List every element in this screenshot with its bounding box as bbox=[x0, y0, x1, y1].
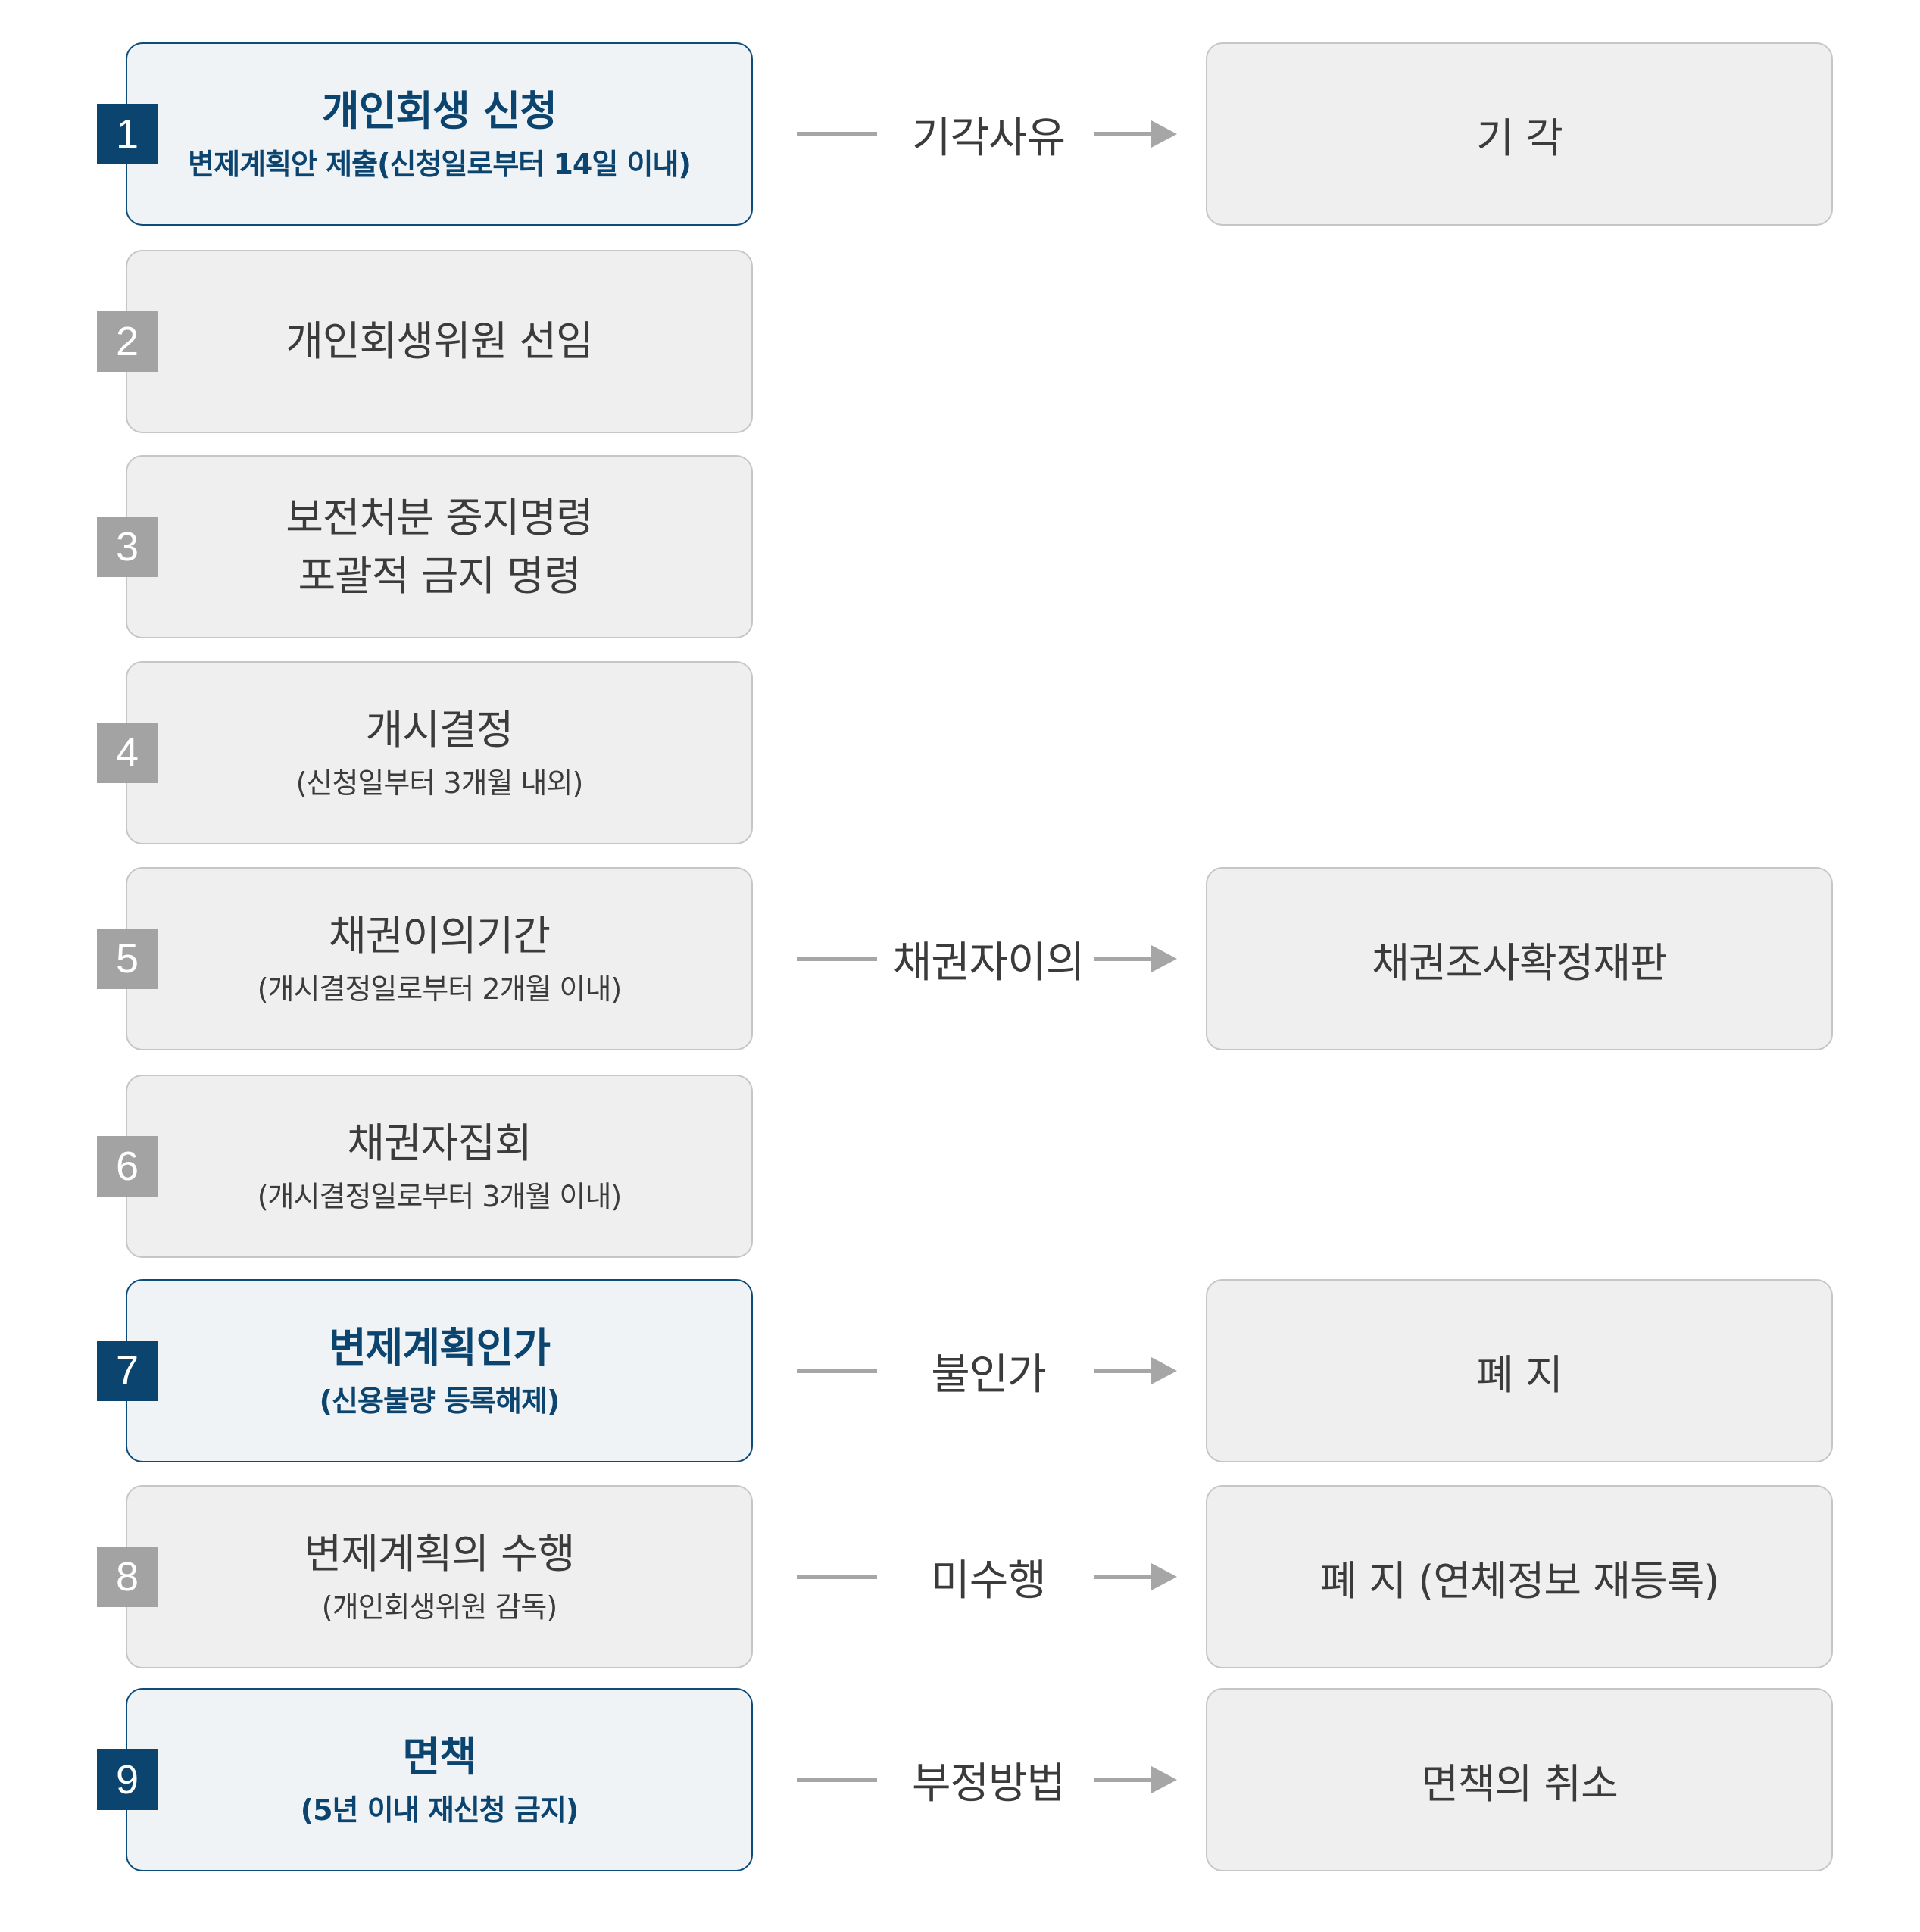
step-6-title: 채권자집회 bbox=[347, 1119, 532, 1168]
step-5-number-badge: 5 bbox=[97, 929, 158, 989]
branch-1-condition: 기각사유 bbox=[911, 113, 1066, 163]
step-4-title: 개시결정 bbox=[365, 706, 514, 754]
step-4-box: 개시결정 (신청일부터 3개월 내외) bbox=[126, 661, 753, 844]
step-4-number-badge: 4 bbox=[97, 723, 158, 783]
step-8-subtitle: (개인회생위원 감독) bbox=[321, 1590, 557, 1624]
step-3-number-badge: 3 bbox=[97, 517, 158, 577]
branch-2-condition: 채권자이의 bbox=[892, 938, 1085, 988]
arrow-right-icon bbox=[1094, 1563, 1177, 1590]
step-1-subtitle: 변제계획안 제출(신청일로부터 14일 이내) bbox=[188, 147, 692, 181]
branch-5-outcome-box: 면책의 취소 bbox=[1206, 1688, 1833, 1871]
step-4-subtitle: (신청일부터 3개월 내외) bbox=[295, 766, 584, 800]
step-8-number-badge: 8 bbox=[97, 1547, 158, 1607]
branch-1-outcome-box: 기 각 bbox=[1206, 42, 1833, 226]
step-7-subtitle: (신용불량 등록해제) bbox=[319, 1384, 560, 1418]
connector-line bbox=[797, 957, 877, 961]
step-6-subtitle: (개시결정일로부터 3개월 이내) bbox=[257, 1179, 623, 1213]
branch-4-connector: 미수행 bbox=[797, 1550, 1177, 1606]
branch-1-connector: 기각사유 bbox=[797, 108, 1177, 163]
arrow-right-icon bbox=[1094, 1357, 1177, 1384]
step-1-number-badge: 1 bbox=[97, 104, 158, 164]
step-3-box: 보전처분 중지명령 포괄적 금지 명령 bbox=[126, 455, 753, 638]
step-6-number-badge: 6 bbox=[97, 1136, 158, 1197]
step-1-box: 개인회생 신청 변제계획안 제출(신청일로부터 14일 이내) bbox=[126, 42, 753, 226]
branch-5-condition: 부정방법 bbox=[911, 1759, 1066, 1809]
connector-line bbox=[797, 1575, 877, 1579]
arrow-right-icon bbox=[1094, 1766, 1177, 1793]
connector-line bbox=[797, 1369, 877, 1373]
step-9-subtitle: (5년 이내 재신청 금지) bbox=[300, 1793, 579, 1827]
branch-4-outcome-box: 폐 지 (연체정보 재등록) bbox=[1206, 1485, 1833, 1668]
connector-line bbox=[797, 132, 877, 136]
step-9-title: 면책 bbox=[402, 1733, 476, 1781]
step-6-box: 채권자집회 (개시결정일로부터 3개월 이내) bbox=[126, 1075, 753, 1258]
step-2-title: 개인회생위원 선임 bbox=[286, 317, 594, 366]
step-8-box: 변제계획의 수행 (개인회생위원 감독) bbox=[126, 1485, 753, 1668]
connector-line bbox=[797, 1778, 877, 1782]
branch-3-condition: 불인가 bbox=[931, 1350, 1047, 1400]
branch-3-connector: 불인가 bbox=[797, 1344, 1177, 1400]
step-3-title: 보전처분 중지명령 bbox=[286, 493, 594, 542]
branch-4-condition: 미수행 bbox=[931, 1556, 1047, 1606]
branch-5-connector: 부정방법 bbox=[797, 1753, 1177, 1809]
step-9-number-badge: 9 bbox=[97, 1749, 158, 1810]
step-8-title: 변제계획의 수행 bbox=[304, 1530, 576, 1578]
step-2-box: 개인회생위원 선임 bbox=[126, 250, 753, 433]
step-7-number-badge: 7 bbox=[97, 1341, 158, 1401]
step-7-box: 변제계획인가 (신용불량 등록해제) bbox=[126, 1279, 753, 1462]
step-1-title: 개인회생 신청 bbox=[322, 87, 557, 136]
step-2-number-badge: 2 bbox=[97, 311, 158, 372]
step-5-subtitle: (개시결정일로부터 2개월 이내) bbox=[257, 972, 623, 1006]
step-7-title: 변제계획인가 bbox=[328, 1324, 551, 1372]
branch-2-outcome-box: 채권조사확정재판 bbox=[1206, 867, 1833, 1050]
step-9-box: 면책 (5년 이내 재신청 금지) bbox=[126, 1688, 753, 1871]
step-5-title: 채권이의기간 bbox=[328, 912, 551, 960]
arrow-right-icon bbox=[1094, 945, 1177, 972]
branch-3-outcome-box: 폐 지 bbox=[1206, 1279, 1833, 1462]
branch-2-connector: 채권자이의 bbox=[797, 932, 1177, 988]
arrow-right-icon bbox=[1094, 120, 1177, 148]
step-5-box: 채권이의기간 (개시결정일로부터 2개월 이내) bbox=[126, 867, 753, 1050]
step-3-title-line2: 포괄적 금지 명령 bbox=[298, 552, 581, 600]
